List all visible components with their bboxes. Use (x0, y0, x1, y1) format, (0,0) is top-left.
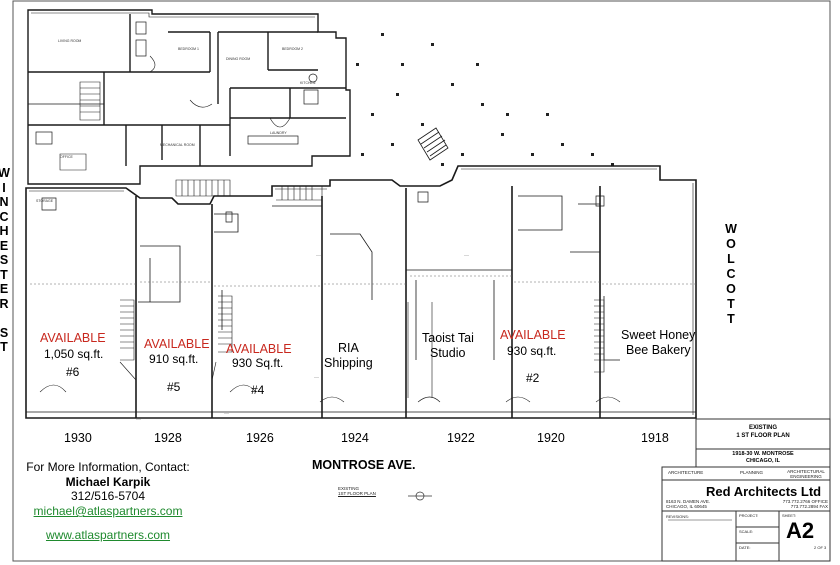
room-label: DINING ROOM (226, 57, 250, 61)
room-label: MECHANICAL ROOM (160, 143, 195, 147)
dimension-lines (30, 275, 696, 287)
tenant-1918-name-line2: Bee Bakery (626, 343, 691, 357)
field-date: DATE: (739, 545, 751, 550)
exterior-stair (417, 127, 449, 161)
unit-6-address: 1930 (64, 431, 92, 445)
room-label: BEDROOM 1 (178, 47, 199, 51)
unit-6-number: #6 (66, 365, 80, 379)
discipline-engineering: ARCHITECTURAL ENGINEERING (787, 469, 825, 479)
unit-1922-address: 1922 (447, 431, 475, 445)
unit-5-area: 910 sq.ft. (149, 352, 199, 366)
unit-5-address: 1928 (154, 431, 182, 445)
unit-4-address: 1926 (246, 431, 274, 445)
unit-6-area: 1,050 sq.ft. (44, 347, 104, 361)
unit-5-status: AVAILABLE (144, 337, 210, 351)
sheet-title: EXISTING 1 ST FLOOR PLAN (736, 425, 790, 439)
field-sheet: SHEET: (782, 513, 797, 518)
site-marks (356, 33, 614, 166)
firm-name: Red Architects Ltd (706, 484, 822, 499)
svg-text:-----: ----- (314, 375, 319, 379)
field-scale: SCALE: (739, 529, 754, 534)
tenant-1922-name-line2: Studio (430, 346, 466, 360)
room-label: BEDROOM 2 (282, 47, 303, 51)
unit-4-area: 930 Sq.ft. (232, 356, 284, 370)
tenant-1918-name-line1: Sweet Honey (621, 328, 696, 342)
upper-residence (27, 9, 351, 185)
contact-info: For More Information, Contact: Michael K… (18, 460, 198, 543)
room-label: KITCHEN (300, 81, 316, 85)
svg-text:-----: ----- (534, 349, 539, 353)
project-address: 1918-30 W. MONTROSE CHICAGO, IL (732, 451, 794, 464)
plan-caption: EXISTING 1ST FLOOR PLAN (338, 486, 376, 496)
website-link[interactable]: www.atlaspartners.com (45, 528, 171, 542)
unit-2-address: 1920 (537, 431, 565, 445)
room-label: OFFICE (60, 155, 73, 159)
discipline-planning: PLANNING (740, 470, 764, 475)
sheet-of: 2 OF 3 (814, 545, 827, 550)
tenant-1924-name-line1: RIA (338, 341, 359, 355)
unit-4-status: AVAILABLE (226, 342, 292, 356)
south-street-label: MONTROSE AVE. (312, 458, 416, 472)
field-revisions: REVISIONS: (666, 514, 689, 519)
key-tags: ----- ----- ----- ----- ----- ----- (136, 253, 539, 421)
tenant-1922-name-line1: Taoist Tai (422, 331, 474, 345)
unit-4-number: #4 (251, 383, 265, 397)
unit-2-status: AVAILABLE (500, 328, 566, 342)
svg-text:-----: ----- (464, 253, 469, 257)
svg-text:-----: ----- (224, 411, 229, 415)
unit-2-area: 930 sq.ft. (507, 344, 557, 358)
contact-name: Michael Karpik (65, 475, 151, 489)
unit-5-number: #5 (167, 380, 181, 394)
sheet-border (12, 0, 831, 562)
contact-heading: For More Information, Contact: (26, 460, 190, 474)
unit-6-status: AVAILABLE (40, 331, 106, 345)
storefront-building (25, 165, 697, 419)
sheet-number: A2 (786, 518, 815, 543)
unit-1918-address: 1918 (641, 431, 669, 445)
contact-phone: 312/516-5704 (70, 489, 146, 503)
firm-address: 8163 N. DAMEN AVE. CHICAGO, IL 60645 (666, 499, 711, 509)
unit-1924-address: 1924 (341, 431, 369, 445)
title-block-frame (661, 418, 831, 562)
room-label: LIVING ROOM (58, 39, 81, 43)
room-label: STORAGE (36, 199, 54, 203)
room-label: LAUNDRY (270, 131, 287, 135)
discipline-architecture: ARCHITECTURE (668, 470, 704, 475)
svg-text:-----: ----- (316, 253, 321, 257)
svg-text:-----: ----- (136, 417, 141, 421)
unit-2-number: #2 (526, 371, 540, 385)
north-arrow (408, 491, 432, 501)
upper-room-labels: LIVING ROOM BEDROOM 1 BEDROOM 2 DINING R… (36, 39, 316, 203)
field-project: PROJECT: (739, 513, 759, 518)
firm-phones: 773.772.2766 OFFICE 773.772.2894 FAX (782, 499, 828, 509)
contact-email-link[interactable]: michael@atlaspartners.com (33, 504, 183, 518)
tenant-1924-name-line2: Shipping (324, 356, 373, 370)
